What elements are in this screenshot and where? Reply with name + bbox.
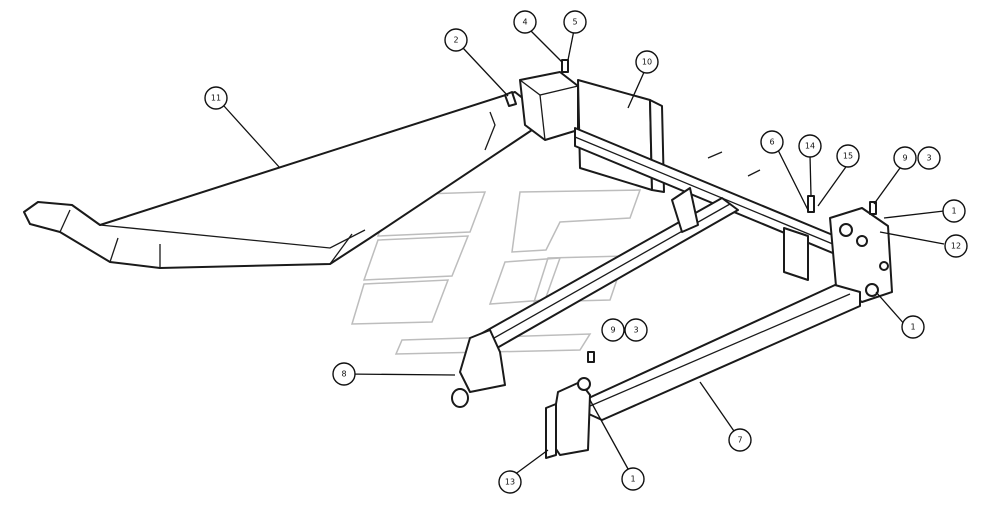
svg-text:9: 9 [902,154,907,163]
callout-11: 11 [204,86,228,110]
callout-1: 1 [621,467,645,491]
callout-8: 8 [332,362,356,386]
svg-text:13: 13 [505,478,515,487]
svg-text:12: 12 [951,242,961,251]
callout-15: 15 [836,144,860,168]
svg-text:3: 3 [633,326,638,335]
svg-text:10: 10 [642,58,652,67]
svg-text:3: 3 [926,154,931,163]
part-side-mount [829,207,893,303]
callout-5: 5 [563,10,587,34]
svg-text:4: 4 [522,18,527,27]
svg-text:9: 9 [610,326,615,335]
callout-1: 1 [901,315,925,339]
part-front-foot [451,329,506,408]
svg-text:1: 1 [910,323,915,332]
svg-text:1: 1 [951,207,956,216]
part-vertical-post [783,227,809,281]
svg-text:15: 15 [843,152,853,161]
callout-2: 2 [444,28,468,52]
callout-6: 6 [760,130,784,154]
part-lower-arm [579,284,861,421]
callout-3: 3 [624,318,648,342]
callouts: 11 2 4 5 10 6 14 15 9 3 1 12 1 9 3 8 7 1… [204,10,968,494]
callout-12: 12 [944,234,968,258]
part-curved-rail [23,91,541,269]
svg-text:11: 11 [211,94,221,103]
svg-text:7: 7 [737,436,742,445]
callout-9: 9 [601,318,625,342]
svg-text:5: 5 [572,18,577,27]
callout-1: 1 [942,199,966,223]
fasteners [561,59,877,363]
svg-text:14: 14 [805,142,815,151]
callout-4: 4 [513,10,537,34]
callout-10: 10 [635,50,659,74]
callout-14: 14 [798,134,822,158]
svg-text:6: 6 [769,138,774,147]
part-rear-bracket [504,71,579,141]
svg-text:2: 2 [453,36,458,45]
callout-3: 3 [917,146,941,170]
svg-text:8: 8 [341,370,346,379]
callout-7: 7 [728,428,752,452]
callout-9: 9 [893,146,917,170]
callout-13: 13 [498,470,522,494]
part-hinge-block [545,377,591,459]
leader-lines [223,29,945,479]
svg-text:1: 1 [630,475,635,484]
